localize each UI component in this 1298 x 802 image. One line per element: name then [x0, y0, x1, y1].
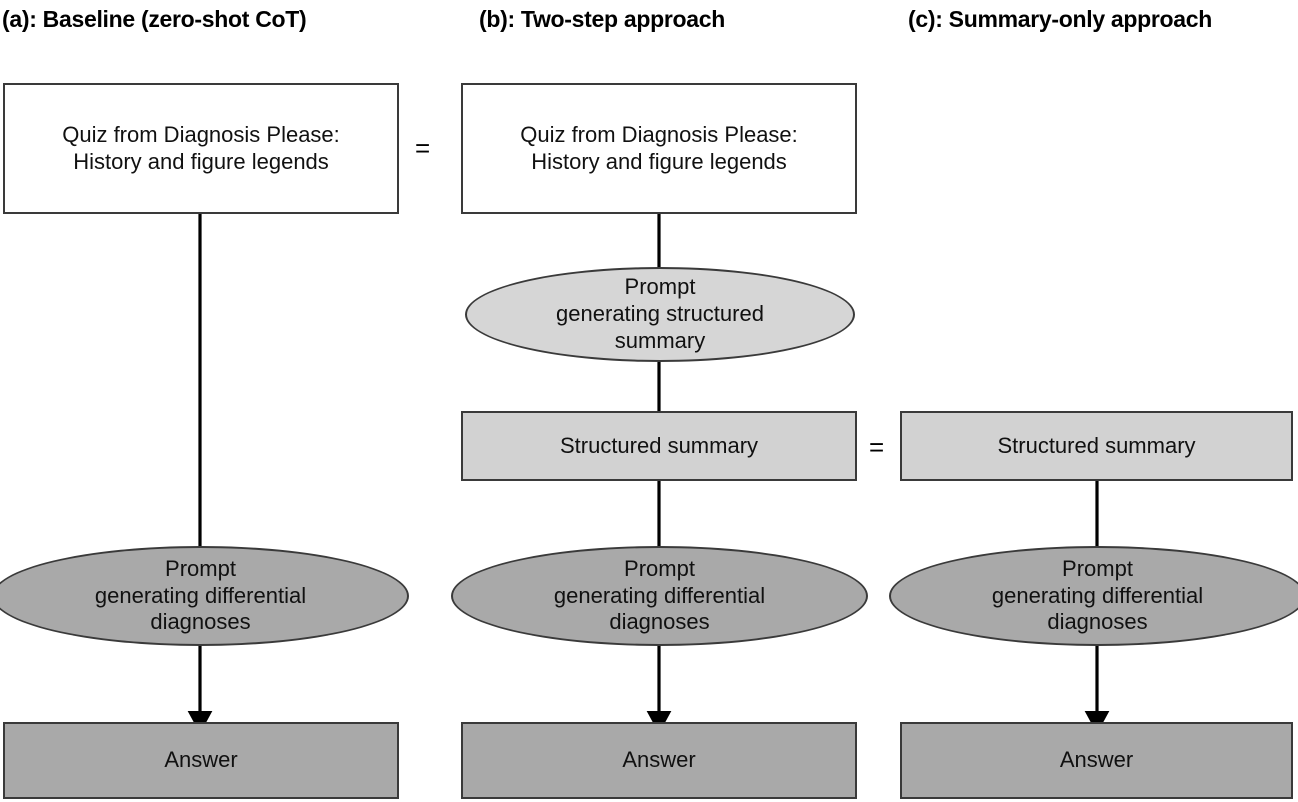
node-b-answer[interactable]: Answer [461, 722, 857, 799]
node-c-summary-label: Structured summary [997, 432, 1196, 458]
node-b-quiz-line1: Quiz from Diagnosis Please: [520, 121, 798, 147]
node-a-prompt-differential-diagnoses[interactable]: Prompt generating differential diagnoses [0, 546, 409, 646]
node-a-answer-label: Answer [164, 747, 238, 773]
node-a-quiz-line1: Quiz from Diagnosis Please: [62, 121, 340, 147]
node-a-answer[interactable]: Answer [3, 722, 399, 799]
node-b-answer-label: Answer [622, 747, 696, 773]
equality-marker-quiz: = [415, 133, 431, 163]
equality-marker-summary: = [869, 432, 885, 462]
node-c-prompt-line3: diagnoses [1047, 609, 1148, 635]
node-c-answer[interactable]: Answer [900, 722, 1293, 799]
panel-c-title: (c): Summary-only approach [908, 6, 1213, 32]
node-c-prompt-line1: Prompt [1062, 555, 1133, 581]
node-a-quiz[interactable]: Quiz from Diagnosis Please: History and … [3, 83, 399, 214]
node-b-prompt2-line3: diagnoses [609, 609, 710, 635]
node-b-prompt2-line1: Prompt [624, 555, 695, 581]
node-b-quiz[interactable]: Quiz from Diagnosis Please: History and … [461, 83, 857, 214]
node-c-prompt-line2: generating differential [991, 582, 1204, 608]
node-c-answer-label: Answer [1059, 747, 1134, 773]
node-c-structured-summary[interactable]: Structured summary [900, 411, 1293, 481]
node-b-structured-summary[interactable]: Structured summary [461, 411, 857, 481]
node-b-summary-label: Structured summary [559, 432, 759, 458]
panel-a-title: (a): Baseline (zero-shot CoT) [2, 6, 307, 32]
node-a-prompt-line1: Prompt [165, 555, 236, 581]
node-b-prompt-differential-diagnoses[interactable]: Prompt generating differential diagnoses [451, 546, 868, 646]
node-c-prompt-differential-diagnoses[interactable]: Prompt generating differential diagnoses [889, 546, 1298, 646]
node-b-prompt-structured-summary[interactable]: Prompt generating structured summary [465, 267, 855, 362]
node-b-prompt1-line2: generating structured [556, 301, 764, 327]
panel-b-title: (b): Two-step approach [479, 6, 725, 32]
node-b-prompt1-line1: Prompt [624, 274, 696, 300]
node-a-prompt-line2: generating differential [94, 582, 307, 608]
node-b-prompt2-line2: generating differential [553, 582, 766, 608]
node-a-quiz-line2: History and figure legends [73, 148, 329, 174]
node-a-prompt-line3: diagnoses [150, 609, 251, 635]
node-b-prompt1-line3: summary [614, 327, 706, 353]
node-b-quiz-line2: History and figure legends [531, 148, 787, 174]
